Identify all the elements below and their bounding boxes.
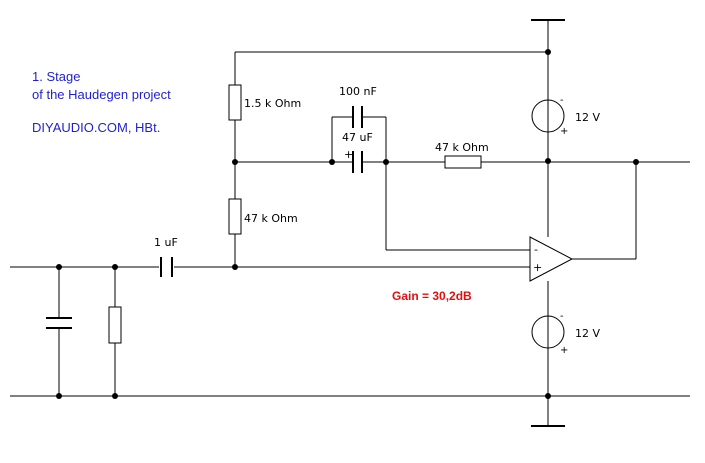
junction-dot — [545, 158, 551, 164]
label-source-bottom-plus: + — [560, 345, 568, 356]
label-r-feedback: 47 k Ohm — [435, 141, 489, 154]
junction-dot — [383, 159, 389, 165]
junction-dot — [545, 49, 551, 55]
junction-dot — [545, 393, 551, 399]
junction-dot — [232, 159, 238, 165]
label-c-input: 1 uF — [154, 236, 178, 249]
film-capacitor — [352, 106, 363, 128]
info-line-1: 1. Stage — [32, 69, 80, 84]
junction-dot — [112, 264, 118, 270]
junction-dot — [56, 393, 62, 399]
label-source-top-plus: + — [560, 126, 568, 137]
label-r-top: 1.5 k Ohm — [244, 97, 301, 110]
label-supply-top: 12 V — [575, 111, 600, 124]
label-gain: Gain = 30,2dB — [392, 289, 472, 303]
junction-dot — [232, 264, 238, 270]
voltage-source-bottom — [531, 315, 565, 349]
label-c-elec-polarity: + — [344, 148, 353, 161]
voltage-source-top — [531, 99, 565, 133]
junction-dot — [633, 159, 639, 165]
resistor-47k-feedback — [444, 155, 482, 169]
electrolytic-capacitor — [352, 151, 363, 173]
junction-dot — [329, 159, 335, 165]
resistor-47k-divider — [228, 198, 242, 235]
label-opamp-minus: - — [534, 243, 538, 256]
shunt-capacitor — [46, 317, 72, 329]
label-source-top-minus: - — [560, 95, 564, 106]
junction-dot — [56, 264, 62, 270]
opamp-symbol — [529, 236, 574, 282]
junction-dots — [56, 49, 639, 399]
resistor-1k5 — [228, 84, 242, 121]
label-r-mid: 47 k Ohm — [244, 212, 298, 225]
shunt-resistor — [108, 306, 122, 344]
info-line-3: DIYAUDIO.COM, HBt. — [32, 120, 160, 135]
wires — [10, 19, 690, 427]
input-capacitor — [160, 257, 173, 277]
label-source-bottom-minus: - — [560, 311, 564, 322]
label-c-elec: 47 uF — [342, 131, 373, 144]
label-c-film: 100 nF — [339, 85, 377, 98]
junction-dot — [112, 393, 118, 399]
label-supply-bottom: 12 V — [575, 327, 600, 340]
info-line-2: of the Haudegen project — [32, 87, 171, 102]
label-opamp-plus: + — [533, 261, 542, 274]
